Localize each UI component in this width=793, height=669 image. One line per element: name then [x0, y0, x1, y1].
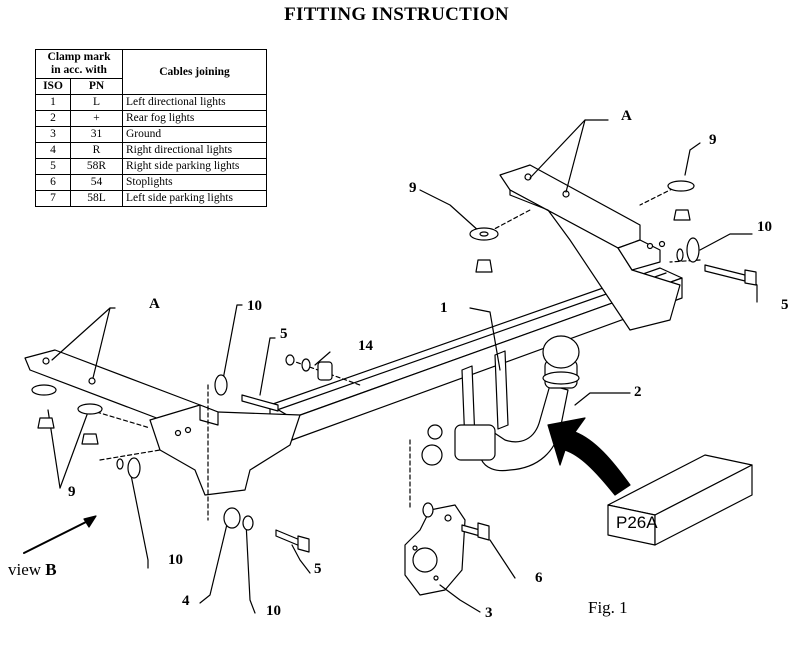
label-9-left: 9	[68, 484, 76, 500]
table-row: 2+Rear fog lights	[35, 110, 267, 127]
view-letter: B	[45, 560, 57, 579]
pn-cell: 58R	[70, 158, 123, 175]
label-3: 3	[485, 605, 493, 621]
header-clamp-line1: Clamp mark	[47, 51, 111, 63]
page-title: FITTING INSTRUCTION	[284, 4, 509, 25]
label-9-mid: 9	[409, 180, 417, 196]
label-10-right: 10	[757, 219, 772, 235]
label-9-top-right: 9	[709, 132, 717, 148]
view-arrow	[23, 515, 97, 554]
label-10-bottom: 10	[266, 603, 281, 619]
label-10-top-left: 10	[247, 298, 262, 314]
insertion-arrow	[547, 417, 631, 496]
view-label: view B	[8, 560, 57, 580]
view-prefix: view	[8, 560, 46, 579]
label-a-top: A	[621, 108, 632, 124]
right-side-bracket	[499, 164, 681, 331]
left-side-bracket	[24, 349, 301, 496]
plate-label: P26A	[616, 513, 658, 532]
figure-caption: Fig. 1	[588, 598, 628, 617]
callout-labels: A A 9 9 9 10 10 10 10 5 5 5 1 2 3 4 6 14	[68, 108, 789, 621]
label-4: 4	[182, 593, 190, 609]
label-14: 14	[358, 338, 374, 354]
label-5-right: 5	[781, 297, 789, 313]
model-plate: P26A	[607, 454, 753, 546]
table-header-pn: PN	[70, 78, 123, 95]
cable-cell: Right side parking lights	[122, 158, 267, 175]
cable-joining-table: Clamp mark in acc. with Cables joining I…	[35, 49, 267, 207]
washers-and-nuts	[31, 180, 700, 531]
tow-ball-assembly	[454, 335, 580, 472]
label-a-left: A	[149, 296, 160, 312]
table-header-clamp-mark: Clamp mark in acc. with	[35, 49, 123, 79]
label-5-bottom: 5	[314, 561, 322, 577]
label-5-left-top: 5	[280, 326, 288, 342]
cable-cell: Left side parking lights	[122, 190, 267, 207]
label-6: 6	[535, 570, 543, 586]
label-10-mid-left: 10	[168, 552, 183, 568]
socket-plate	[404, 504, 466, 596]
header-clamp-line2: in acc. with	[51, 64, 107, 76]
bolts	[241, 264, 757, 553]
label-1: 1	[440, 300, 448, 316]
label-2: 2	[634, 384, 642, 400]
